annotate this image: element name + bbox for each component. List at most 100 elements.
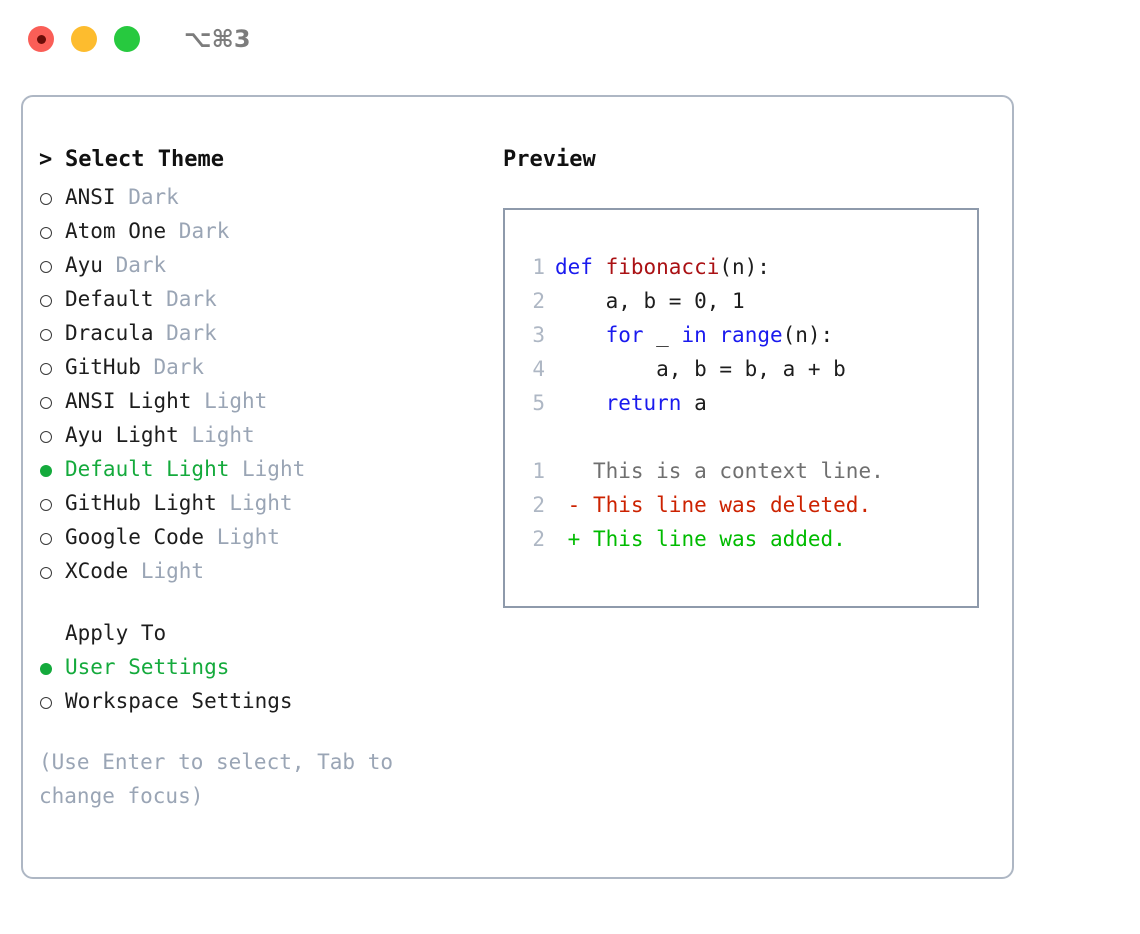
code-token-plain: a, b = 0, 1 [555, 289, 745, 313]
theme-variant-badge: Dark [115, 185, 179, 209]
code-line: 1 def fibonacci(n): [517, 255, 977, 289]
theme-name: XCode [65, 559, 129, 583]
apply-to-option[interactable]: Workspace Settings [39, 689, 479, 723]
apply-to-label: User Settings [65, 655, 230, 679]
code-token-keyword: for [605, 323, 644, 347]
theme-picker-heading: > Select Theme [39, 147, 479, 185]
theme-list-item[interactable]: GitHub Dark [39, 355, 479, 389]
diff-sign: + [555, 527, 593, 551]
keyboard-hint: (Use Enter to select, Tab to change focu… [39, 750, 406, 808]
diff-line-text: + This line was added. [555, 527, 846, 551]
diff-sign [555, 459, 593, 483]
theme-name: Google Code [65, 525, 205, 549]
diff-line-number: 2 [532, 493, 545, 517]
theme-list-item[interactable]: ANSI Light Light [39, 389, 479, 423]
theme-name: Dracula [65, 321, 154, 345]
theme-list-item[interactable]: Atom One Dark [39, 219, 479, 253]
diff-sign: - [555, 493, 593, 517]
code-token-plain: a, b = b, a + b [555, 357, 846, 381]
diff-line-context: 1 This is a context line. [517, 459, 977, 493]
theme-variant-badge: Light [128, 559, 205, 583]
theme-name: Atom One [65, 219, 167, 243]
theme-name: Default [65, 287, 154, 311]
close-button[interactable] [28, 26, 54, 52]
apply-to-option[interactable]: User Settings [39, 655, 479, 689]
theme-list-item[interactable]: Default Dark [39, 287, 479, 321]
theme-variant-badge: Dark [153, 321, 217, 345]
code-token-plain [555, 391, 606, 415]
code-line-number: 5 [532, 391, 545, 415]
window-title: ⌥⌘3 [184, 25, 251, 53]
code-token-plain: (n): [782, 323, 834, 347]
diff-line-number: 2 [532, 527, 545, 551]
code-line-text: return a [555, 391, 707, 415]
code-token-plain: (n): [719, 255, 770, 279]
code-token-keyword: return [605, 391, 682, 415]
code-line: 3 for _ in range(n): [517, 323, 977, 357]
traffic-light-group [28, 26, 140, 52]
theme-name: ANSI Light [65, 389, 192, 413]
theme-variant-badge: Light [216, 491, 293, 515]
section-spacer [39, 593, 479, 621]
code-line-number: 2 [532, 289, 545, 313]
window-titlebar: ⌥⌘3 [0, 0, 1140, 78]
diff-sample: 1 This is a context line.2 - This line w… [517, 459, 977, 561]
code-line-number: 4 [532, 357, 545, 381]
diff-line-added: 2 + This line was added. [517, 527, 977, 561]
minimize-button[interactable] [71, 26, 97, 52]
maximize-button[interactable] [114, 26, 140, 52]
diff-line-deleted: 2 - This line was deleted. [517, 493, 977, 527]
theme-variant-badge: Light [191, 389, 268, 413]
record-dot-icon [36, 34, 46, 44]
theme-variant-badge: Dark [140, 355, 205, 379]
code-line-number: 1 [532, 255, 545, 279]
code-token-plain: a [681, 391, 707, 415]
theme-name: Default Light [65, 457, 230, 481]
theme-variant-badge: Light [178, 423, 255, 447]
theme-list-item[interactable]: Ayu Dark [39, 253, 479, 287]
code-token-function: fibonacci [605, 255, 720, 279]
diff-content: This line was deleted. [592, 493, 872, 517]
theme-list-item[interactable]: XCode Light [39, 559, 479, 593]
code-line: 2 a, b = 0, 1 [517, 289, 977, 323]
code-token-keyword: in [681, 323, 707, 347]
theme-list-item[interactable]: Ayu Light Light [39, 423, 479, 457]
apply-to-label: Workspace Settings [65, 689, 293, 713]
theme-list-item[interactable]: ANSI Dark [39, 185, 479, 219]
code-line: 5 return a [517, 391, 977, 425]
theme-name: ANSI [65, 185, 116, 209]
theme-name: Ayu Light [65, 423, 179, 447]
code-line-text: a, b = 0, 1 [555, 289, 745, 313]
diff-content: This is a context line. [592, 459, 884, 483]
theme-variant-badge: Light [229, 457, 306, 481]
preview-title: Preview [503, 147, 596, 172]
code-line-text: a, b = b, a + b [555, 357, 846, 381]
theme-picker-title: Select Theme [65, 147, 224, 172]
diff-line-number: 1 [532, 459, 545, 483]
theme-list-item[interactable]: GitHub Light Light [39, 491, 479, 525]
code-line: 4 a, b = b, a + b [517, 357, 977, 391]
diff-line-text: - This line was deleted. [555, 493, 871, 517]
code-token-keyword: def [555, 255, 606, 279]
theme-list-item[interactable]: Dracula Dark [39, 321, 479, 355]
code-token-plain: _ [643, 323, 682, 347]
diff-content: This line was added. [592, 527, 846, 551]
code-token-plain [707, 323, 720, 347]
diff-line-text: This is a context line. [555, 459, 884, 483]
theme-name: GitHub Light [65, 491, 217, 515]
theme-variant-badge: Dark [102, 253, 167, 277]
theme-list-item[interactable]: Default Light Light [39, 457, 479, 491]
theme-list-item[interactable]: Google Code Light [39, 525, 479, 559]
apply-to-title: Apply To [65, 621, 167, 645]
theme-variant-badge: Dark [166, 219, 230, 243]
code-line-text: def fibonacci(n): [555, 255, 770, 279]
code-token-plain [555, 323, 606, 347]
